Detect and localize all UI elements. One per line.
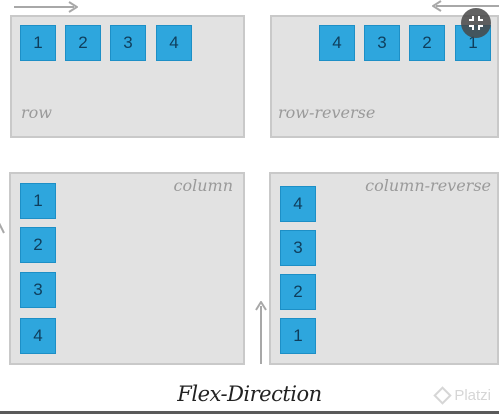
flex-item: 1: [20, 183, 56, 219]
flex-item: 3: [20, 272, 56, 308]
watermark-text: Platzi: [454, 387, 491, 404]
exit-fullscreen-glyph-icon: [469, 16, 483, 30]
row-reverse-arrow-head-icon: [432, 0, 442, 12]
panel-label-row: row: [21, 103, 52, 122]
video-progress-bar: [0, 411, 499, 414]
flex-item: 1: [20, 25, 56, 61]
panel-label-column: column: [173, 176, 234, 195]
flex-item: 3: [280, 230, 316, 266]
column-arrow-head-icon: [0, 222, 5, 234]
row-arrow-head-icon: [68, 1, 78, 13]
row-reverse-direction-arrow: [436, 5, 499, 7]
platzi-watermark: Platzi: [433, 386, 491, 405]
exit-fullscreen-icon[interactable]: [461, 8, 491, 38]
flex-item: 3: [110, 25, 146, 61]
flex-item: 1: [280, 318, 316, 354]
platzi-logo-icon: [433, 386, 453, 405]
flex-item: 4: [156, 25, 192, 61]
column-panel: 1 2 3 4 column: [9, 172, 245, 365]
flex-item: 2: [409, 25, 445, 61]
flex-item: 2: [20, 227, 56, 263]
flex-item: 4: [319, 25, 355, 61]
column-reverse-arrow-head-icon: [255, 301, 267, 311]
column-reverse-direction-arrow: [260, 306, 262, 364]
row-panel: 1 2 3 4 row: [10, 15, 245, 138]
diagram-title: Flex-Direction: [177, 382, 322, 406]
panel-label-column-reverse: column-reverse: [365, 176, 491, 195]
column-reverse-panel: 4 3 2 1 column-reverse: [269, 172, 499, 365]
flex-item: 2: [280, 274, 316, 310]
flex-item: 2: [65, 25, 101, 61]
flex-item: 3: [364, 25, 400, 61]
row-reverse-panel: 4 3 2 1 row-reverse: [270, 15, 499, 138]
panel-label-row-reverse: row-reverse: [278, 103, 376, 122]
row-direction-arrow: [14, 6, 74, 8]
flex-item: 4: [280, 186, 316, 222]
flex-item: 4: [20, 318, 56, 354]
